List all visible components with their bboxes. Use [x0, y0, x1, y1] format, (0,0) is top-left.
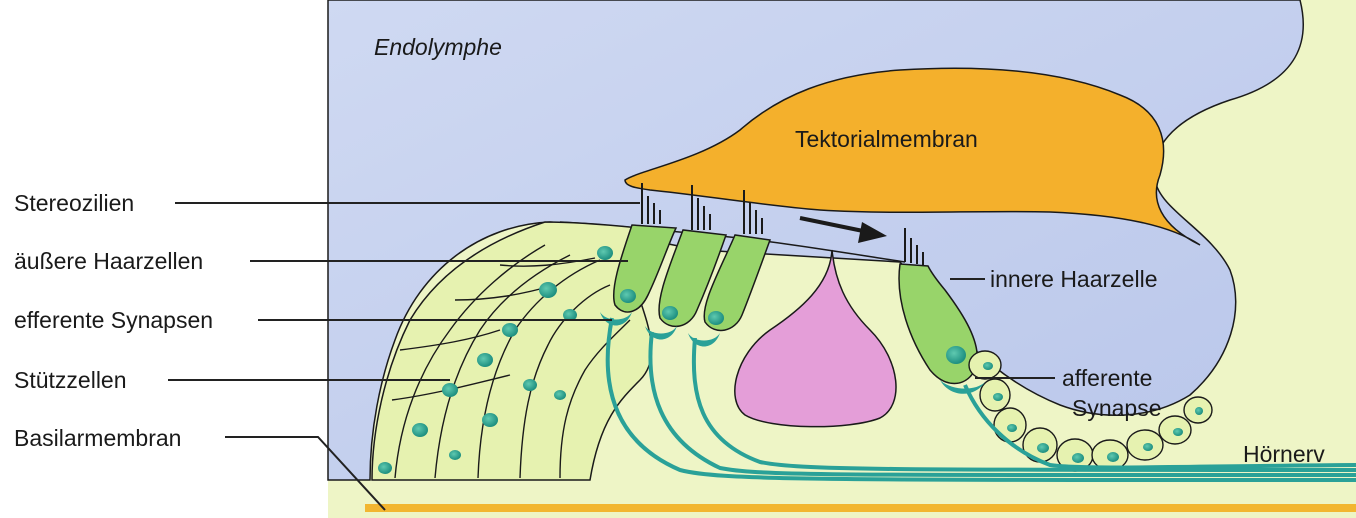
afferent-synapse: [940, 380, 985, 394]
basilar-membrane: [365, 504, 1356, 512]
outer-hair-cell-2: [658, 229, 728, 328]
stereocilia-inner: [904, 228, 924, 265]
outer-hair-cell-3: [703, 234, 772, 332]
support-cell-nuclei: [378, 246, 613, 474]
stereocilia-outer: [641, 183, 763, 234]
tectorial-membrane-label: Tektorialmembran: [795, 126, 978, 152]
shear-direction-arrow: [799, 216, 887, 243]
efferent-synapse-1: [600, 312, 632, 326]
efferent-synapse-3: [688, 333, 720, 347]
support-cells-mass: [371, 221, 653, 481]
tunnel-of-corti: [734, 249, 897, 428]
outer-hair-cells: [612, 224, 772, 332]
auditory-nerve-fibers: [605, 317, 1356, 482]
outer-hair-cells-label: äußere Haarzellen: [14, 248, 203, 274]
inner-hair-cell-nucleus: [946, 346, 966, 364]
efferent-synapse-2: [645, 326, 677, 340]
support-cells-label: Stützzellen: [14, 367, 127, 393]
auditory-nerve-label: Hörnerv: [1243, 441, 1325, 467]
afferent-synapse-label-line2: Synapse: [1072, 395, 1162, 421]
stereocilia-label: Stereozilien: [14, 190, 134, 216]
efferent-synapses-label: efferente Synapsen: [14, 307, 213, 333]
afferent-synapse-label-line1: afferente: [1062, 365, 1152, 391]
inner-hair-cell-label: innere Haarzelle: [990, 266, 1157, 292]
basilar-membrane-label: Basilarmembran: [14, 425, 181, 451]
synapses: [600, 312, 985, 394]
leader-lines: [168, 202, 1055, 511]
tectorial-membrane: [624, 67, 1201, 246]
inner-support-nuclei: [983, 362, 1203, 463]
endolymph-label: Endolymphe: [374, 34, 502, 60]
